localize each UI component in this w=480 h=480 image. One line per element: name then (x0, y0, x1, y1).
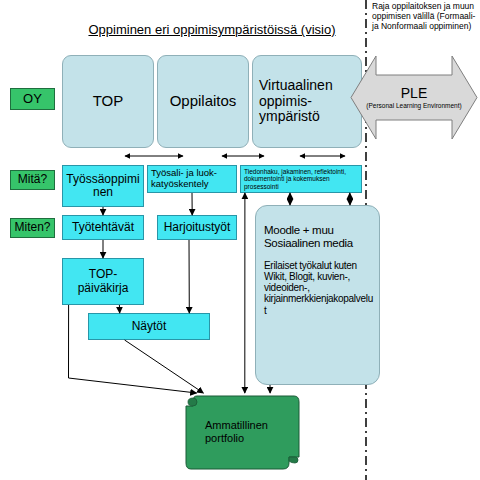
node-text: PLE (358, 86, 470, 102)
node-text: Ammatillinen portfolio (205, 419, 292, 444)
node-text: Harjoitustyöt (160, 221, 234, 234)
diagram-title: Oppiminen eri oppimisympäristöissä (visi… (62, 22, 362, 37)
scroll-curl (289, 457, 298, 463)
node-text: (Personal Learning Environment) (358, 102, 470, 109)
node-content: TOP-päiväkirja (63, 259, 143, 304)
environment-box: Oppilaitos (157, 55, 249, 148)
node-content: PLE(Personal Learning Environment) (350, 55, 478, 140)
node-text: Moodle + muu Sosiaalinen media (264, 224, 374, 250)
method-box: TOP-päiväkirja (62, 258, 144, 305)
node-text: Erilaiset työkalut kuten Wikit, Blogit, … (264, 260, 374, 316)
node-content: Mitä? (11, 171, 54, 189)
connector-arrow (290, 193, 291, 205)
row-label: Miten? (10, 218, 55, 238)
node-text: TOP (65, 93, 151, 110)
node-content: Moodle + muu Sosiaalinen mediaErilaiset … (256, 206, 379, 384)
node-content: Tiedonhaku, jakaminen, reflektointi, dok… (241, 166, 361, 192)
node-content: Työssäoppiminen (63, 166, 143, 206)
method-box: Työtehtävät (62, 215, 144, 240)
connector-arrow (192, 193, 193, 215)
activity-box: Työsali- ja luok-katyöskentely (147, 165, 237, 193)
node-content: Miten? (11, 219, 54, 237)
activity-box: Työssäoppiminen (62, 165, 144, 207)
connector-arrow (103, 240, 104, 258)
portfolio-scroll: Ammatillinen portfolio (185, 393, 300, 470)
connector-arrow (244, 193, 245, 393)
node-text: Työsali- ja luok-katyöskentely (151, 168, 233, 189)
node-text: Miten? (13, 221, 52, 234)
connector-arrow (103, 207, 104, 215)
node-content: Oppilaitos (158, 56, 248, 147)
node-text: TOP-päiväkirja (67, 268, 139, 295)
node-text: Työssäoppiminen (66, 173, 140, 200)
node-content: TOP (63, 56, 153, 147)
row-label: Mitä? (10, 170, 55, 190)
double-arrow (125, 156, 183, 157)
scroll-curl (188, 398, 197, 406)
double-arrow (222, 156, 264, 157)
double-arrow (300, 156, 345, 157)
method-box: Harjoitustyöt (157, 215, 237, 240)
tools-box: Moodle + muu Sosiaalinen mediaErilaiset … (255, 205, 380, 385)
activity-box: Tiedonhaku, jakaminen, reflektointi, dok… (240, 165, 362, 193)
node-text: Työtehtävät (65, 221, 141, 234)
connector-arrow (125, 340, 204, 393)
node-content: Virtuaalinen oppimis-ympäristö (253, 56, 361, 147)
method-box: Näytöt (88, 313, 210, 340)
node-content: Harjoitustyöt (158, 216, 236, 239)
boundary-note: Raja oppilaitoksen ja muun oppimisen väl… (372, 2, 478, 31)
node-text: OY (13, 92, 52, 107)
scroll-body (186, 396, 299, 469)
node-text: Tiedonhaku, jakaminen, reflektointi, dok… (244, 168, 358, 190)
node-text: Oppilaitos (160, 93, 246, 110)
node-content: Ammatillinen portfolio (185, 393, 300, 470)
node-content: Työsali- ja luok-katyöskentely (148, 166, 236, 192)
connector-arrow (349, 193, 350, 205)
node-text: Virtuaalinen oppimis-ympäristö (259, 78, 355, 125)
environment-box: TOP (62, 55, 154, 148)
environment-box: Virtuaalinen oppimis-ympäristö (252, 55, 362, 148)
node-text: Näytöt (91, 320, 207, 333)
ple-arrow-outline (351, 56, 477, 139)
connector-arrow (270, 385, 271, 393)
connector-arrow (189, 240, 190, 313)
node-content: Työtehtävät (63, 216, 143, 239)
node-content: OY (11, 89, 54, 109)
row-label: OY (10, 88, 55, 110)
ple-arrow: PLE(Personal Learning Environment) (350, 55, 478, 140)
node-content: Näytöt (89, 314, 209, 339)
node-text: Mitä? (13, 173, 52, 186)
connector-arrow (119, 305, 120, 313)
